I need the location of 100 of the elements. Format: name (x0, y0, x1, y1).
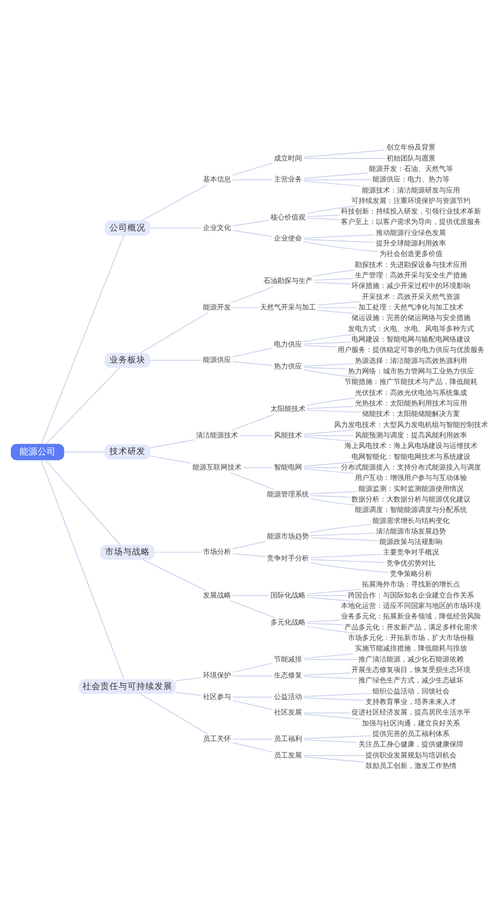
node-text: 提升全球能源利用效率 (376, 238, 446, 248)
node-text: 用户互动：增强用户参与与互动体验 (354, 473, 467, 482)
connector (149, 455, 192, 464)
connector (306, 622, 344, 626)
node-text: 推广清洁能源，减少化石能源依赖 (358, 654, 464, 664)
connector (303, 672, 351, 676)
connector (40, 234, 124, 444)
node-text: 竞争优劣势对比 (386, 558, 436, 568)
node-text: 用户服务：提供稳定可靠的电力供应与优质服务 (337, 345, 484, 354)
node-text: 主要竞争对手概况 (382, 548, 439, 557)
connector (140, 693, 208, 735)
connector (303, 158, 386, 159)
node-text: 开采技术：高效开采天然气资源 (362, 292, 460, 301)
connector (303, 735, 372, 739)
connector (306, 588, 362, 594)
node-text: 市场分析 (202, 547, 231, 556)
node-text: 勘探技术：先进勘探设备与技术应用 (354, 260, 467, 269)
connector (303, 172, 368, 179)
node-text: 分布式能源接入：支持分布式能源接入与调度 (340, 462, 481, 472)
node-text: 海上风电技术：海上风电场建设与运维技术 (344, 441, 478, 450)
node-text: 员工福利 (274, 734, 302, 743)
node-text: 支持教育事业，培养未来人才 (365, 696, 456, 706)
connector (303, 462, 354, 467)
node-text: 可持续发展：注重环境保护与资源节约 (351, 196, 470, 205)
node-text: 创立年份及背景 (386, 142, 436, 152)
connector (232, 738, 273, 740)
connector (232, 307, 259, 308)
node-text: 能源开发 (202, 302, 231, 312)
node-text: 初始团队与愿景 (386, 153, 436, 162)
connector (232, 662, 273, 673)
connector (232, 220, 270, 226)
node-text: 跨国合作：与国际知名企业建立合作关系 (348, 590, 474, 600)
connector (303, 697, 365, 701)
node-text: 智能电网 (274, 462, 302, 472)
node-text: 石油勘探与生产 (264, 276, 313, 286)
node-text: 能源开发：石油、天然气等 (368, 164, 453, 173)
connector (306, 214, 340, 218)
connector (306, 406, 354, 409)
node-text: 光伏技术：高效光伏电池与系统集成 (354, 388, 467, 397)
connector (303, 712, 351, 714)
node-box: 技术研发 (104, 444, 150, 460)
node-text: 储能技术：太阳能储能解决方案 (362, 409, 460, 418)
node-text: 光热技术：太阳能热利用技术与应用 (354, 398, 467, 408)
connector (303, 238, 375, 243)
connector (306, 218, 340, 220)
node-text: 基本信息 (202, 174, 231, 184)
connector (232, 162, 273, 176)
connector (140, 184, 208, 222)
connector (232, 541, 266, 550)
connector (310, 554, 382, 558)
connector (303, 468, 354, 474)
connector (306, 398, 356, 406)
connector (230, 414, 274, 432)
node-box: 社会责任与可持续发展 (79, 679, 176, 694)
connector (232, 742, 273, 752)
node-text: 能源需求增长与结构变化 (372, 516, 450, 525)
connector (310, 562, 389, 573)
node-text: 环境保护 (202, 670, 231, 680)
connector (303, 179, 372, 180)
node-text: 科技创新：持续投入研发，引领行业技术革新 (340, 206, 481, 216)
connector (232, 700, 273, 710)
connector (317, 307, 358, 308)
node-text: 发电方式：火电、水电、风电等多种方式 (348, 324, 474, 333)
node-box: 公司概况 (104, 220, 150, 236)
node-text: 客户至上：以客户需求为导向，提供优质服务 (340, 217, 481, 226)
node-text: 节能减排 (274, 654, 302, 664)
node-text: 国际化战略 (270, 590, 306, 600)
connector (303, 180, 362, 187)
node-text: 社区发展 (274, 708, 302, 717)
node-text: 市场多元化：开拓新市场，扩大市场份额 (348, 633, 474, 642)
node-text: 实施节能减排措施，降低能耗与排放 (354, 644, 467, 653)
connector (239, 435, 273, 436)
node-text: 鼓励员工创新，激发工作热情 (365, 760, 456, 770)
node-text: 能源互联网技术 (192, 462, 242, 472)
node-text: 为社会创造更多价值 (379, 249, 442, 258)
connector (303, 430, 354, 435)
node-text: 热力供应 (274, 362, 302, 371)
connector (154, 552, 202, 553)
connector (303, 436, 354, 442)
node-text: 能源管理系统 (267, 489, 310, 498)
connector (303, 366, 348, 370)
connector (230, 286, 274, 304)
connector (303, 234, 375, 239)
connector (230, 600, 275, 618)
node-box: 能源公司 (10, 444, 64, 460)
node-text: 生产管理：高效开采与安全生产措施 (354, 270, 467, 280)
node-text: 员工发展 (274, 750, 302, 760)
connector (149, 360, 202, 361)
connector (149, 228, 202, 229)
node-text: 促进社区经济发展，提高居民生活水平 (351, 708, 470, 717)
node-text: 企业使命 (274, 234, 302, 243)
node-text: 能源调度：智能能源调度与分配系统 (354, 505, 467, 514)
connector (303, 344, 338, 348)
node-text: 能源供应：电力、热力等 (372, 174, 450, 184)
connector (303, 363, 354, 366)
node-text: 关注员工身心健康，提供健康保障 (358, 740, 464, 749)
connector (310, 532, 376, 536)
node-text: 天然气开采与加工 (260, 302, 316, 312)
connector (303, 467, 340, 468)
node-text: 核心价值观 (270, 212, 306, 222)
